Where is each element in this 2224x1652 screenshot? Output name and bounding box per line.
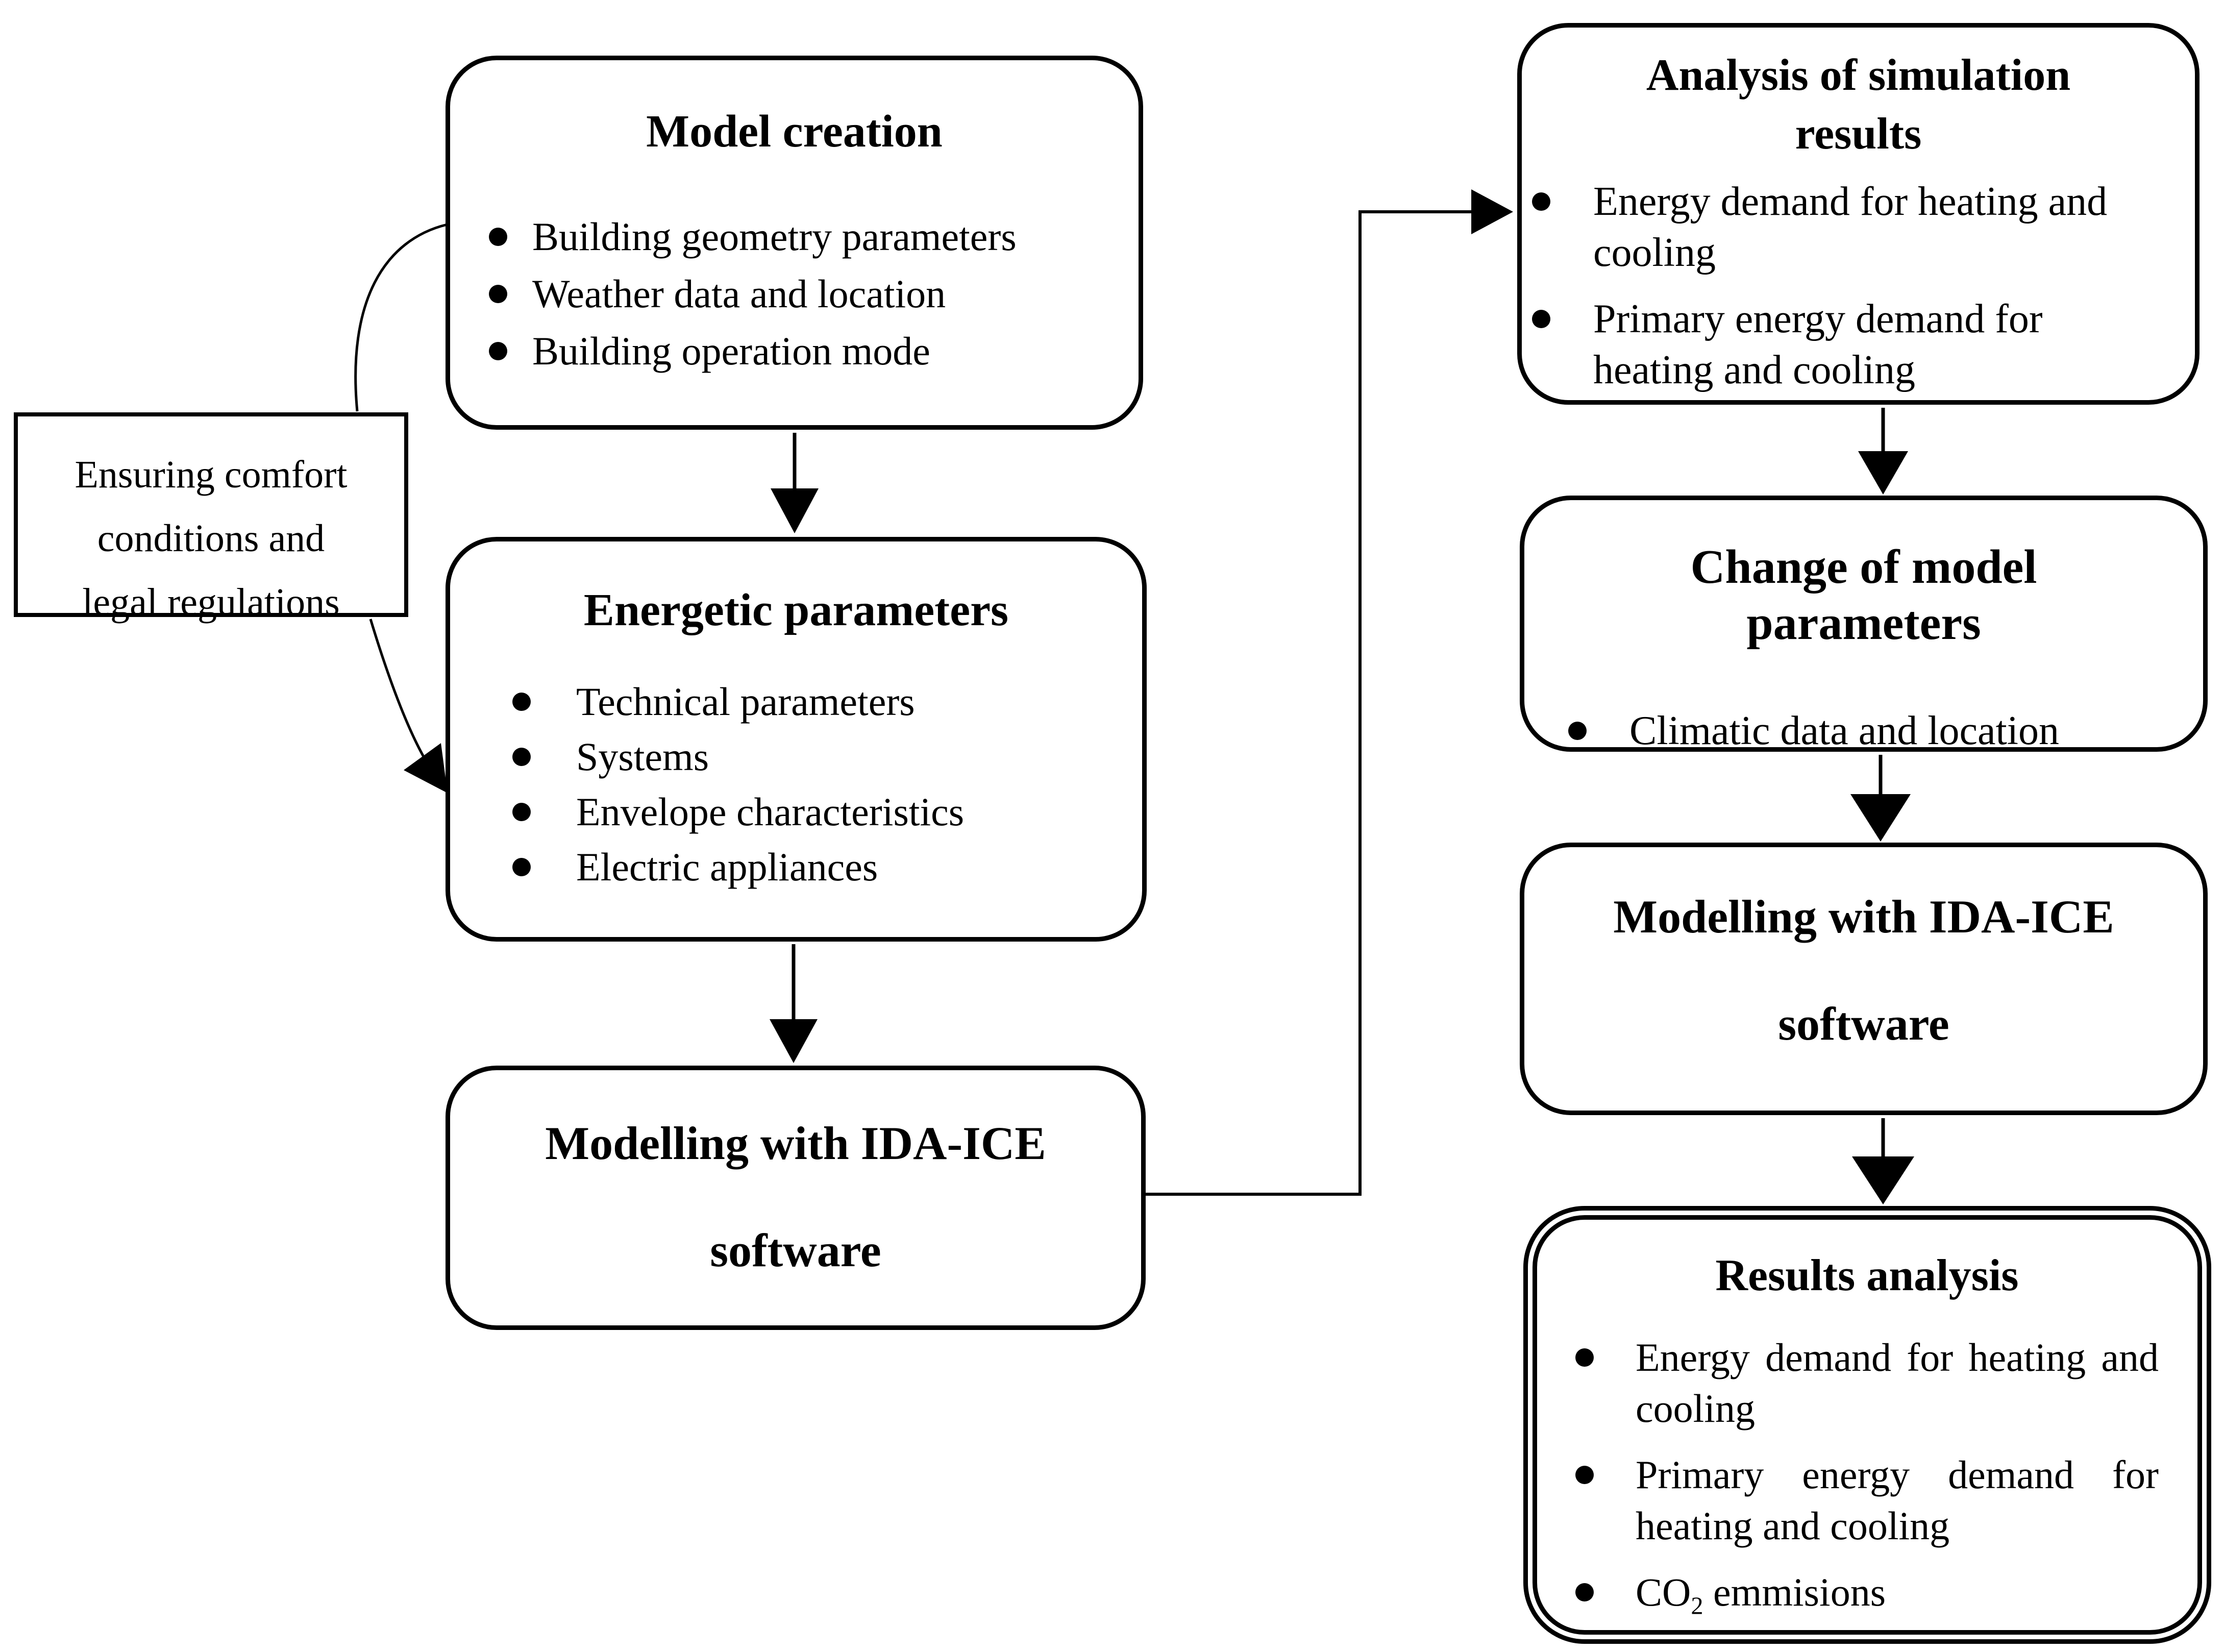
node-title-line: Modelling with IDA-ICE: [1613, 891, 2114, 943]
node-change-parameters: Change of model parameters Climatic data…: [1520, 496, 2208, 753]
curve-model-to-ensuring: [354, 223, 448, 412]
node-title-line: software: [710, 1224, 881, 1276]
model-creation-list: Building geometry parameters Weather dat…: [489, 208, 1118, 380]
co2-subscript: 2: [1691, 1592, 1703, 1620]
arrow-model-to-energetic: [771, 433, 819, 533]
ensuring-line: conditions and: [97, 517, 325, 560]
node-title: Model creation: [646, 106, 943, 157]
ensuring-line: Ensuring comfort: [75, 453, 348, 496]
list-item: Weather data and location: [489, 265, 1118, 323]
curve-ensuring-to-energetic: [369, 619, 448, 793]
node-results-analysis: Results analysis Energy demand for heati…: [1523, 1206, 2211, 1644]
node-title-line: software: [1778, 998, 1949, 1050]
node-modelling-left: Modelling with IDA-ICE software: [446, 1066, 1146, 1330]
list-item: Primary energy demand for heating and co…: [1575, 1449, 2159, 1551]
node-analysis-results: Analysis of simulation results Energy de…: [1517, 23, 2200, 405]
node-title-line: Analysis of simulation: [1646, 51, 2071, 100]
results-list: Energy demand for heating and cooling Pr…: [1575, 1332, 2159, 1632]
list-item: CO2 emmisions: [1575, 1567, 2159, 1632]
node-title: Energetic parameters: [583, 585, 1009, 635]
node-title-line: Modelling with IDA-ICE: [545, 1117, 1046, 1169]
list-item: Electric appliances: [512, 840, 1122, 895]
arrow-modelling-to-results: [1852, 1118, 1914, 1204]
co2-suffix: emmisions: [1703, 1570, 1886, 1614]
arrow-energetic-to-modelling: [770, 944, 818, 1063]
node-title: Analysis of simulation results: [1532, 46, 2185, 163]
change-list: Climatic data and location: [1568, 705, 2188, 756]
list-item: Energy demand for heating and cooling: [1532, 176, 2185, 278]
co2-label: CO: [1636, 1570, 1691, 1614]
list-item: Building operation mode: [489, 323, 1118, 380]
node-energetic-parameters: Energetic parameters Technical parameter…: [446, 537, 1147, 942]
list-item: Envelope characteristics: [512, 784, 1122, 840]
node-ensuring-comfort: Ensuring comfort conditions and legal re…: [14, 412, 408, 624]
list-item: Climatic data and location: [1568, 705, 2188, 756]
ensuring-line: legal regulations: [82, 581, 340, 624]
node-title: Change of model parameters: [1690, 540, 2037, 650]
analysis-list: Energy demand for heating and cooling Pr…: [1532, 176, 2185, 396]
list-item: Technical parameters: [512, 674, 1122, 729]
energetic-list: Technical parameters Systems Envelope ch…: [512, 674, 1122, 895]
list-item: Energy demand for heating and cooling: [1575, 1332, 2159, 1434]
list-item: Primary energy demand for heating and co…: [1532, 293, 2185, 396]
node-modelling-right: Modelling with IDA-ICE software: [1520, 843, 2208, 1115]
list-item: Building geometry parameters: [489, 208, 1118, 265]
node-title: Results analysis: [1715, 1251, 2019, 1300]
list-item: Systems: [512, 729, 1122, 784]
node-title-line: results: [1795, 109, 1922, 159]
connector-modelling-to-analysis: [1146, 189, 1513, 1196]
arrow-analysis-to-change: [1858, 408, 1908, 495]
arrow-change-to-modelling: [1850, 755, 1911, 842]
node-model-creation: Model creation Building geometry paramet…: [446, 56, 1143, 430]
